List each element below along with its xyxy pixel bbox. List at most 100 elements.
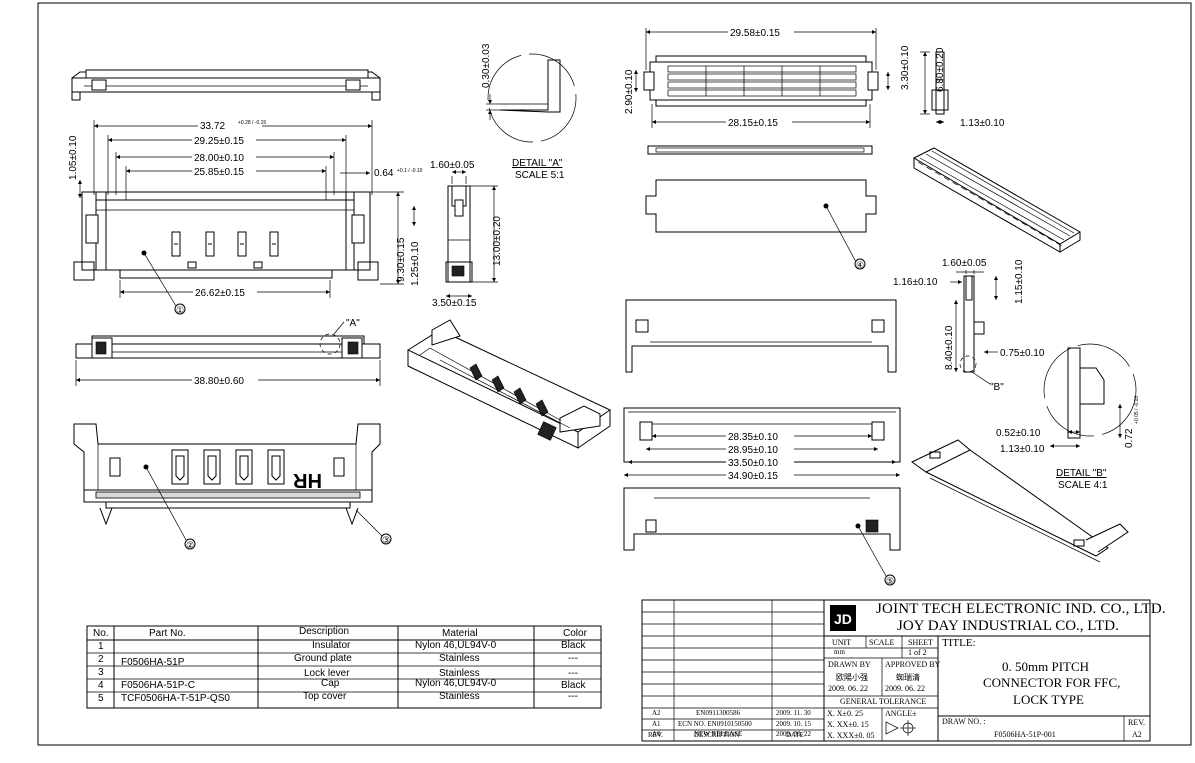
bom-cell-no: 5 — [98, 693, 104, 704]
dim-33-72: 33.72 — [200, 121, 225, 132]
dim-28-00: 28.00±0.10 — [194, 153, 244, 164]
dim-26-62: 26.62±0.15 — [195, 288, 245, 299]
bom-cell-material: Stainless — [439, 653, 480, 664]
bom-header-no: No. — [93, 628, 109, 639]
dim-1-15: 1.15±0.10 — [1014, 259, 1025, 304]
dim-33-72-tol: +0.28 / -0.15 — [238, 120, 266, 126]
bom-header-material: Material — [442, 628, 478, 639]
bom-cell-desc: Lock lever — [304, 668, 350, 679]
bom-cell-color: Black — [561, 640, 586, 651]
bom-row: 2 F0506HA-51P Ground plate Stainless --- — [87, 653, 601, 668]
dim-1-25: 1.25±0.10 — [410, 241, 421, 286]
cover-isometric — [912, 147, 1081, 253]
detail-a-label: DETAIL "A" — [512, 158, 563, 169]
top-view-dimensions: 33.72 +0.28 / -0.15 29.25±0.15 28.00±0.1… — [68, 119, 423, 299]
bom-cell-material: Stainless — [439, 691, 480, 702]
callout-a: "A" — [346, 318, 360, 329]
bom-table — [86, 625, 602, 709]
bom-cell-desc: Top cover — [303, 691, 347, 702]
dim-6-80: 6.80±0.20 — [935, 47, 946, 92]
dim-0-75: 0.75±0.10 — [1000, 348, 1045, 359]
bom-row: 5 TCF0506HA-T-51P-QS0 Top cover Stainles… — [87, 691, 601, 705]
dim-0-72: 0.72 — [1124, 428, 1135, 448]
bom-cell-no: 4 — [98, 680, 104, 691]
bom-cell-no: 2 — [98, 654, 104, 665]
dim-0-30: 0.30±0.03 — [481, 43, 492, 88]
bom-cell-color: --- — [568, 653, 578, 664]
dim-1-60-lever: 1.60±0.05 — [942, 258, 987, 269]
dim-0-72-tol: +0.05 / -0.03 — [1134, 396, 1140, 424]
balloon-1: ① — [176, 305, 184, 315]
dim-33-50: 33.50±0.10 — [728, 458, 778, 469]
bom-cell-desc: Insulator — [312, 640, 351, 651]
bom-header-color: Color — [563, 628, 587, 639]
dim-28-35: 28.35±0.10 — [728, 432, 778, 443]
dim-1-60: 1.60±0.05 — [430, 160, 475, 171]
dim-3-30: 3.30±0.10 — [900, 45, 911, 90]
dim-29-58: 29.58±0.15 — [730, 28, 780, 39]
callout-b: "B" — [990, 382, 1004, 393]
bom-cell-no: 1 — [98, 641, 104, 652]
balloon-3: ③ — [382, 535, 390, 545]
bom-cell-material: Nylon 46,UL94V-0 — [415, 640, 497, 651]
dim-8-40: 8.40±0.10 — [944, 325, 955, 370]
balloon-4: ④ — [856, 260, 864, 270]
bom-header-desc: Description — [299, 626, 350, 637]
bom-cell-part: F0506HA-51P-C — [121, 680, 195, 691]
lever-isometric — [911, 439, 1129, 563]
front-view-drawing: "A" 38.80±0.60 — [75, 318, 381, 387]
dim-9-30: 9.30±0.15 — [396, 237, 407, 282]
dim-28-15: 28.15±0.15 — [728, 118, 778, 129]
bom-row: 3 Lock lever Stainless --- — [87, 666, 601, 679]
dim-28-95: 28.95±0.10 — [728, 445, 778, 456]
balloon-2: ② — [186, 540, 194, 550]
enlarged-view-drawing: HR ② ③ — [73, 423, 392, 550]
bom-cell-material: Nylon 46,UL94V-0 — [415, 678, 497, 689]
dim-1-16: 1.16±0.10 — [893, 277, 938, 288]
detail-a-drawing: 0.30±0.03 DETAIL "A" SCALE 5:1 — [481, 43, 577, 181]
cover-side-drawing: 6.80±0.20 1.13±0.10 — [920, 47, 1005, 129]
bom-row: 4 F0506HA-51P-C Cap Nylon 46,UL94V-0 Bla… — [87, 678, 601, 692]
detail-b-scale: SCALE 4:1 — [1058, 480, 1108, 491]
bom-cell-no: 3 — [98, 667, 104, 678]
bom-headers: No. Part No. Description Material Color — [87, 626, 601, 640]
dim-1-13-b: 1.13±0.10 — [1000, 444, 1045, 455]
dim-29-25: 29.25±0.15 — [194, 136, 244, 147]
svg-text:JD: JD — [834, 611, 852, 627]
bom-header-part: Part No. — [149, 628, 186, 639]
lever-view-drawing: ⑤ 28.35±0.10 28.95±0.10 33.50±0.10 34.90… — [623, 299, 901, 586]
bom-cell-desc: Ground plate — [294, 653, 352, 664]
dim-25-85: 25.85±0.15 — [194, 167, 244, 178]
dim-38-80: 38.80±0.60 — [194, 376, 244, 387]
bom-cell-material: Stainless — [439, 668, 480, 679]
bom-cell-part: F0506HA-51P — [121, 657, 185, 668]
hr-mark: HR — [293, 469, 322, 491]
dim-1-13-cover: 1.13±0.10 — [960, 118, 1005, 129]
isometric-connector — [406, 319, 612, 449]
dim-3-50: 3.50±0.15 — [432, 298, 477, 309]
bom-cell-desc: Cap — [321, 678, 340, 689]
bom-cell-color: --- — [568, 691, 578, 702]
dim-13-00: 13.00±0.20 — [492, 216, 503, 266]
balloon-5: ⑤ — [886, 576, 894, 586]
bom-cell-color: --- — [568, 668, 578, 679]
bom-row: 1 Insulator Nylon 46,UL94V-0 Black — [87, 640, 601, 653]
side-view-drawing: 1.60±0.05 13.00±0.20 3.50±0.15 — [430, 160, 503, 309]
cap-view-drawing: ④ — [645, 145, 877, 270]
sheet-border — [37, 2, 1192, 746]
dim-0-52: 0.52±0.10 — [996, 428, 1041, 439]
dim-2-90: 2.90±0.10 — [624, 69, 635, 114]
detail-b-label: DETAIL "B" — [1056, 468, 1107, 479]
dim-34-90: 34.90±0.15 — [728, 471, 778, 482]
cover-view-drawing: 29.58±0.15 28.15±0.15 2.90±0.10 3.30±0.1… — [624, 26, 911, 129]
bom-cell-part: TCF0506HA-T-51P-QS0 — [121, 693, 230, 704]
lever-side-drawing: 1.60±0.05 1.16±0.10 1.15±0.10 8.40±0.10 … — [893, 258, 1045, 393]
detail-b-drawing: 0.52±0.10 1.13±0.10 0.72 +0.05 / -0.03 D… — [996, 343, 1140, 491]
dim-0-64-tol: +0.1 / -0.10 — [397, 168, 423, 174]
dim-1-05: 1.05±0.10 — [68, 135, 79, 180]
dim-0-64: 0.64 — [374, 168, 394, 179]
bom-cell-color: Black — [561, 680, 586, 691]
detail-a-scale: SCALE 5:1 — [515, 170, 565, 181]
